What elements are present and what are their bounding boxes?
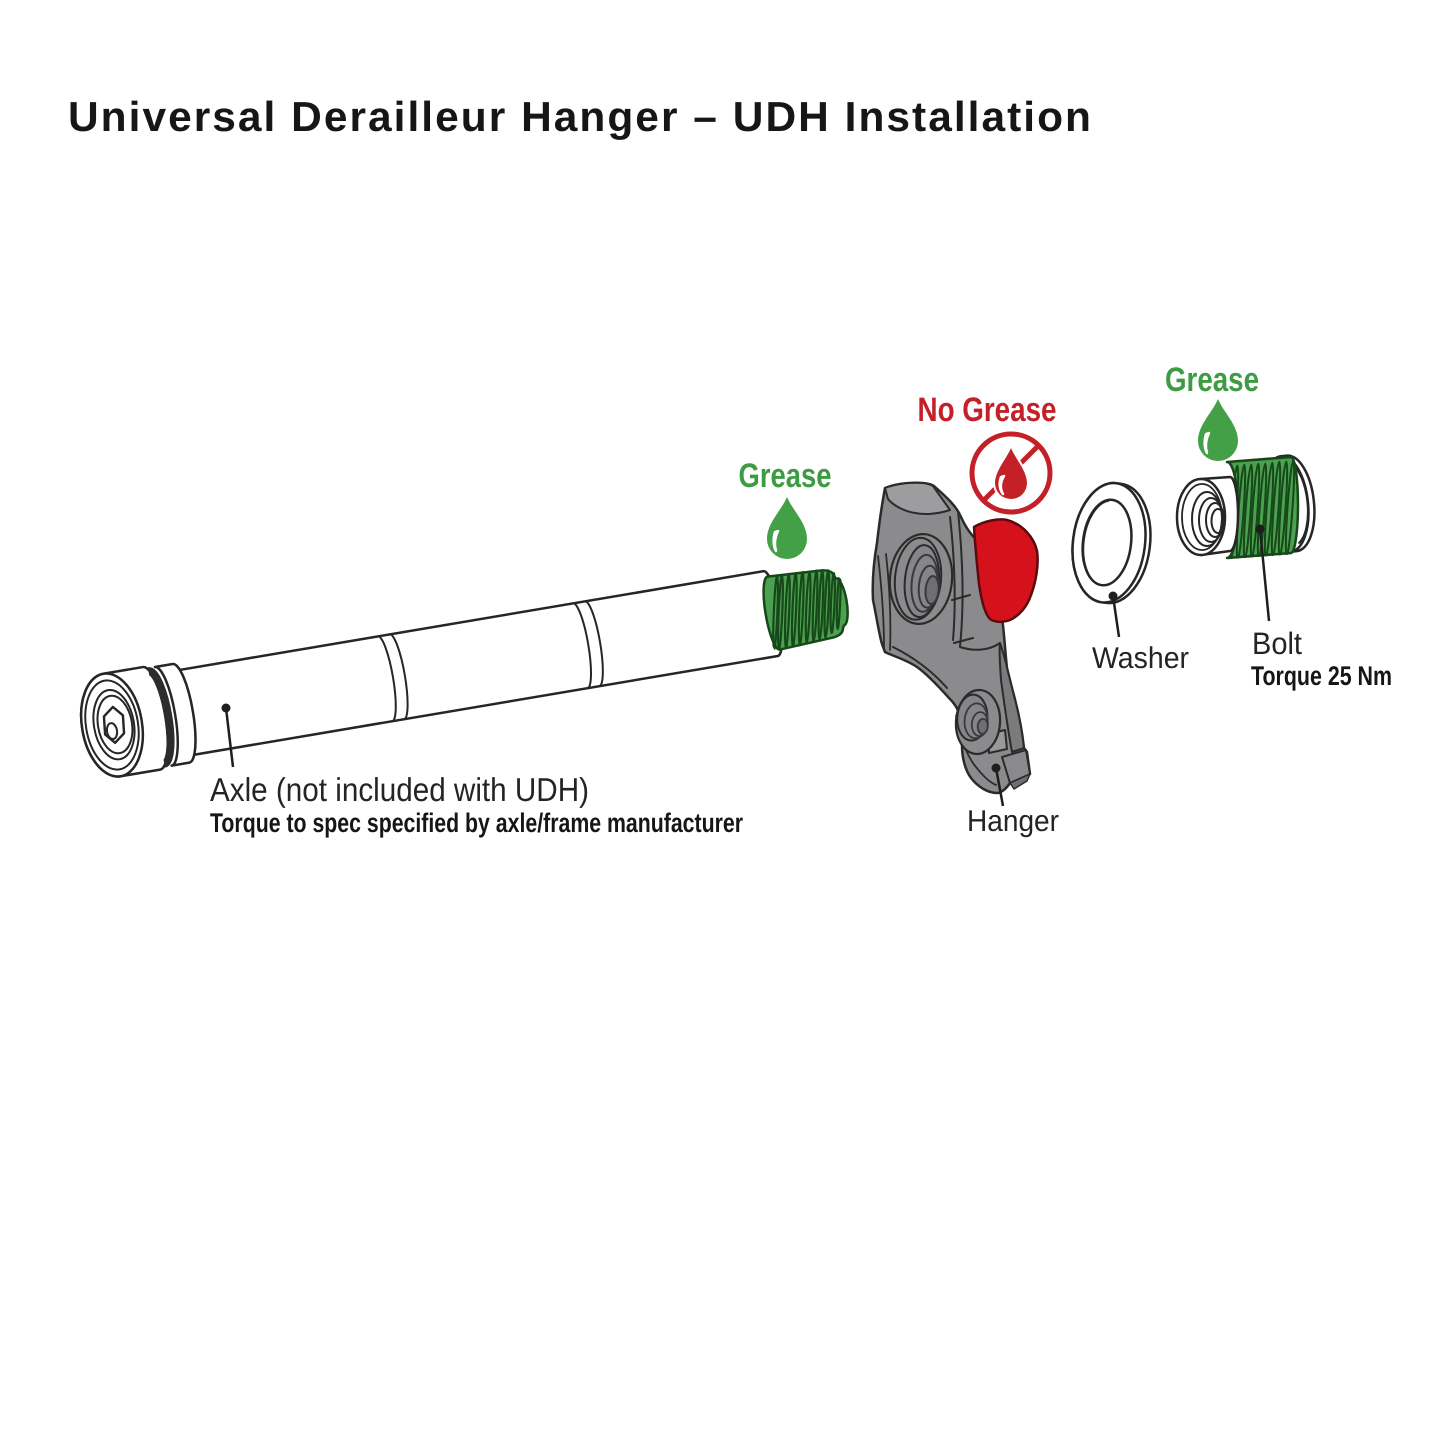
svg-text:Washer: Washer — [1092, 642, 1189, 675]
svg-text:Torque to spec specified by ax: Torque to spec specified by axle/frame m… — [210, 808, 743, 838]
svg-text:Hanger: Hanger — [967, 805, 1059, 838]
svg-text:Bolt: Bolt — [1252, 626, 1302, 661]
svg-text:Torque 25 Nm: Torque 25 Nm — [1251, 661, 1392, 691]
svg-text:Axle (not included with UDH): Axle (not included with UDH) — [210, 771, 589, 808]
svg-text:Grease: Grease — [739, 457, 832, 495]
svg-text:Grease: Grease — [1165, 361, 1259, 399]
svg-text:Universal Derailleur Hanger –: Universal Derailleur Hanger – UDH Instal… — [68, 93, 1093, 140]
svg-text:No Grease: No Grease — [918, 391, 1057, 429]
